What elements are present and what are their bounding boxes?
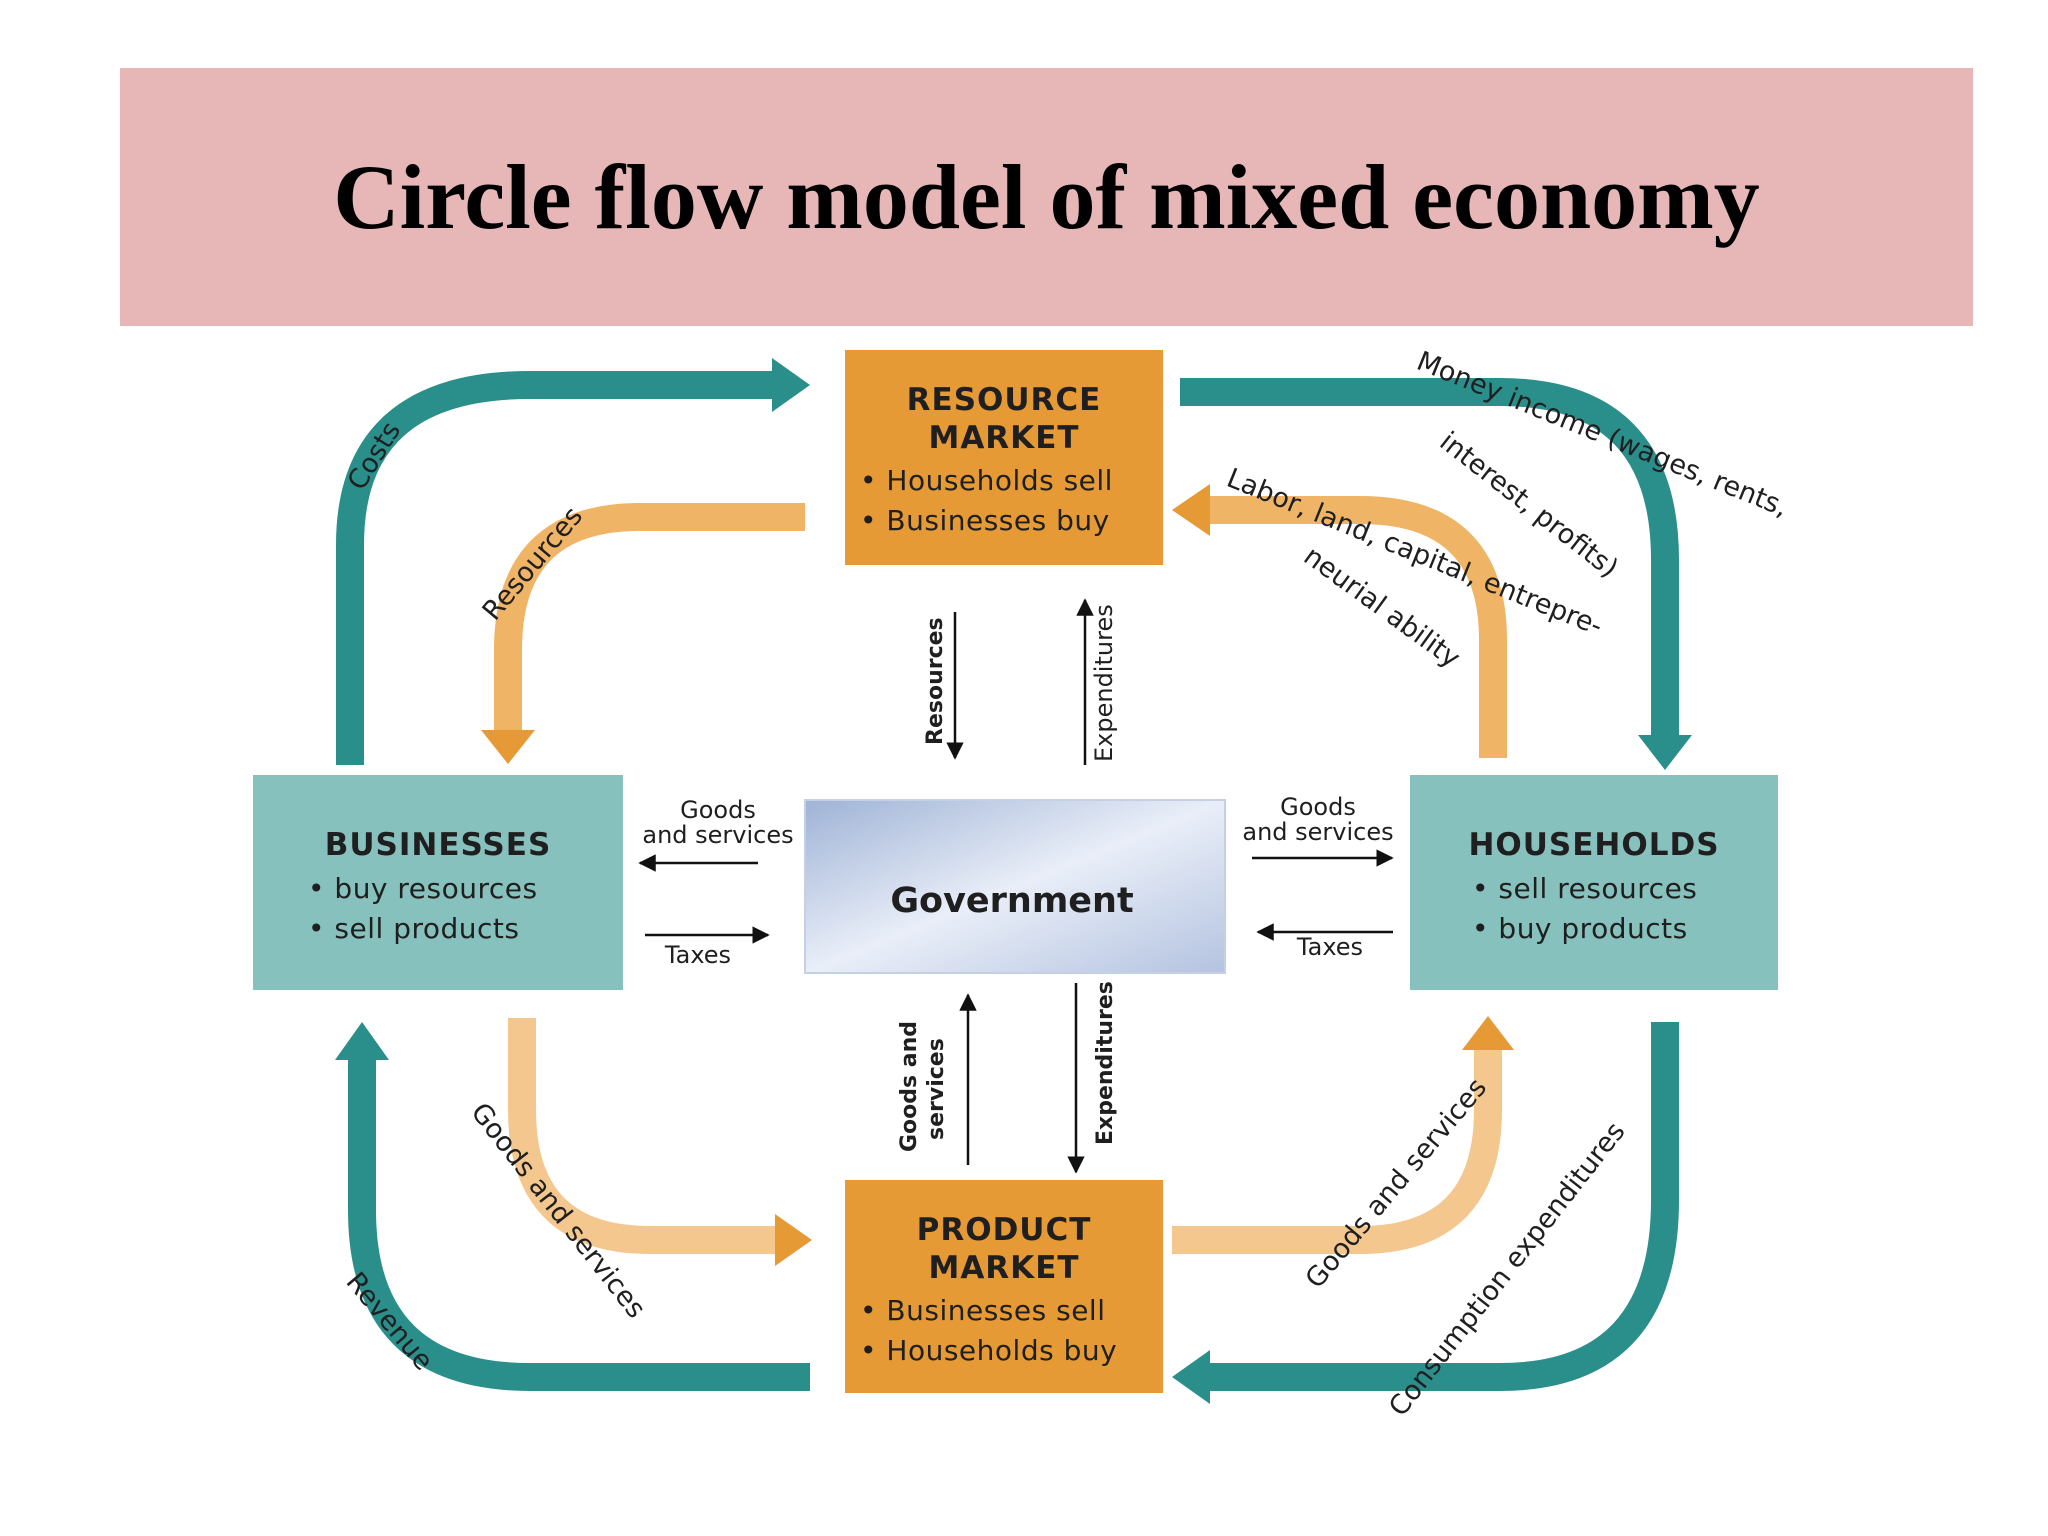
- product-market-box: PRODUCT MARKET • Businesses sell • House…: [845, 1180, 1163, 1393]
- resource-market-title: RESOURCE: [907, 382, 1102, 418]
- gov-goods-right-label-2: and services: [1242, 818, 1393, 846]
- households-title: HOUSEHOLDS: [1468, 827, 1719, 863]
- revenue-arrowhead: [335, 1022, 389, 1060]
- businesses-title: BUSINESSES: [325, 827, 552, 863]
- product-market-title-2: MARKET: [928, 1250, 1079, 1286]
- money-income-label: Money income (wages, rents,: [1412, 346, 1792, 524]
- resources-arrowhead: [481, 730, 535, 764]
- resources-flow-arrow: [494, 503, 805, 730]
- product-market-bullet: • Households buy: [860, 1334, 1117, 1367]
- businesses-bullet: • sell products: [308, 912, 519, 945]
- consumption-flow-arrow: [1210, 1022, 1679, 1391]
- resource-market-box: RESOURCE MARKET • Households sell • Busi…: [845, 350, 1163, 565]
- gov-goods-up-label: Goods and: [897, 1021, 922, 1152]
- households-bullet: • sell resources: [1472, 872, 1697, 905]
- goods-services-left-label: Goods and services: [464, 1097, 651, 1324]
- goods-right-flow-arrow: [1172, 1050, 1502, 1254]
- resources-label: Resources: [477, 501, 589, 627]
- households-bullet: • buy products: [1472, 912, 1688, 945]
- businesses-box: BUSINESSES • buy resources • sell produc…: [253, 775, 623, 990]
- gov-goods-right-label: Goods: [1280, 793, 1356, 821]
- goods-left-arrowhead: [775, 1214, 812, 1266]
- government-box: Government: [804, 799, 1226, 974]
- page-title: Circle flow model of mixed economy: [333, 146, 1760, 248]
- gov-resources-label: Resources: [923, 617, 948, 745]
- money-income-flow-arrow: [1180, 378, 1679, 735]
- businesses-bullet: • buy resources: [308, 872, 538, 905]
- gov-expenditures-down-label: Expenditures: [1093, 981, 1118, 1145]
- gov-goods-left-label-2: and services: [642, 821, 793, 849]
- revenue-flow-arrow: [348, 1060, 810, 1391]
- goods-left-flow-arrow: [508, 1018, 775, 1254]
- title-banner: Circle flow model of mixed economy: [120, 68, 1973, 326]
- households-box: HOUSEHOLDS • sell resources • buy produc…: [1410, 775, 1778, 990]
- labor-arrowhead: [1172, 484, 1210, 536]
- gov-expenditures-up-label: Expenditures: [1090, 604, 1118, 762]
- product-market-title: PRODUCT: [917, 1212, 1092, 1248]
- gov-goods-up-label-2: services: [924, 1038, 949, 1140]
- resource-market-bullet: • Households sell: [860, 464, 1113, 497]
- goods-right-arrowhead: [1462, 1016, 1514, 1050]
- resource-market-bullet: • Businesses buy: [860, 504, 1110, 537]
- costs-label: Costs: [342, 416, 408, 495]
- gov-goods-left-label: Goods: [680, 796, 756, 824]
- costs-arrowhead: [772, 358, 810, 412]
- gov-taxes-right-label: Taxes: [1296, 933, 1363, 961]
- product-market-bullet: • Businesses sell: [860, 1294, 1105, 1327]
- labor-flow-arrow: [1210, 496, 1507, 758]
- government-label: Government: [890, 881, 1133, 921]
- resource-market-title-2: MARKET: [928, 420, 1079, 456]
- revenue-label: Revenue: [340, 1267, 439, 1377]
- consumption-arrowhead: [1172, 1350, 1210, 1404]
- costs-flow-arrow: [336, 371, 772, 765]
- gov-taxes-left-label: Taxes: [664, 941, 731, 969]
- money-income-arrowhead: [1638, 735, 1692, 770]
